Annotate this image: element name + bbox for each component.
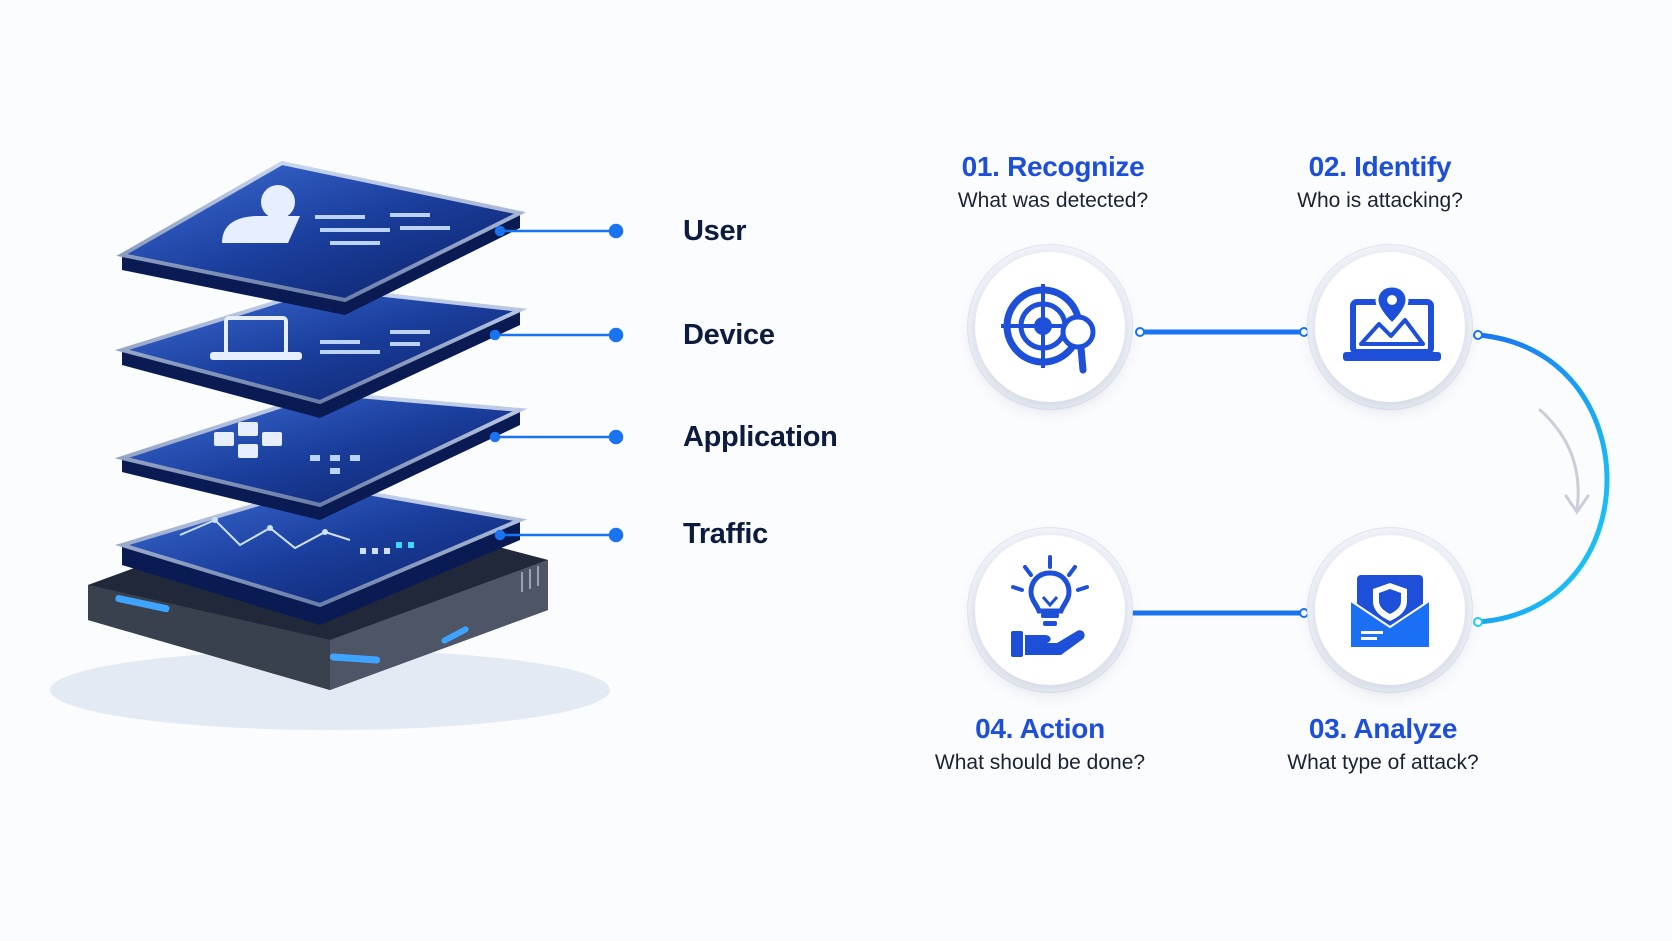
- step-identify-header: 02. Identify Who is attacking?: [1220, 150, 1540, 216]
- step-analyze-node: [1315, 535, 1465, 685]
- step-analyze-header: 03. Analyze What type of attack?: [1223, 712, 1543, 778]
- layer-label-application: Application: [683, 421, 838, 453]
- step-title: 02. Identify: [1308, 151, 1452, 182]
- flow-direction-arrow: [1538, 408, 1590, 515]
- step-recognize-node: [975, 252, 1125, 402]
- layered-stack-illustration: [50, 160, 624, 730]
- radar-search-icon: [1001, 284, 1096, 374]
- step-action-node: [975, 535, 1125, 685]
- step-action-header: 04. Action What should be done?: [880, 712, 1200, 778]
- laptop-icon: [210, 316, 302, 360]
- lightbulb-hand-icon: [1011, 555, 1089, 657]
- layer-label-device: Device: [683, 319, 775, 351]
- app-blocks-icon: [214, 422, 282, 458]
- step-question: Who is attacking?: [1297, 189, 1463, 212]
- step-recognize-header: 01. Recognize What was detected?: [893, 150, 1213, 216]
- layer-user: [116, 160, 527, 315]
- connector-recognize-identify: [1135, 327, 1309, 337]
- laptop-location-icon: [1343, 284, 1441, 361]
- connector-action-analyze: [1127, 608, 1309, 618]
- step-question: What should be done?: [934, 751, 1146, 774]
- step-question: What was detected?: [957, 189, 1149, 212]
- layer-traffic: [115, 482, 527, 625]
- layer-label-traffic: Traffic: [683, 518, 768, 550]
- step-question: What type of attack?: [1287, 751, 1479, 774]
- connector-identify-analyze-arc: [1473, 330, 1610, 627]
- step-title: 03. Analyze: [1308, 713, 1458, 744]
- layer-application: [114, 390, 528, 520]
- step-title: 01. Recognize: [961, 151, 1145, 182]
- user-icon: [222, 185, 300, 243]
- layer-device: [114, 285, 528, 418]
- step-identify-node: [1315, 252, 1465, 402]
- layer-label-user: User: [683, 215, 747, 247]
- shield-envelope-icon: [1350, 575, 1430, 647]
- step-title: 04. Action: [975, 713, 1105, 744]
